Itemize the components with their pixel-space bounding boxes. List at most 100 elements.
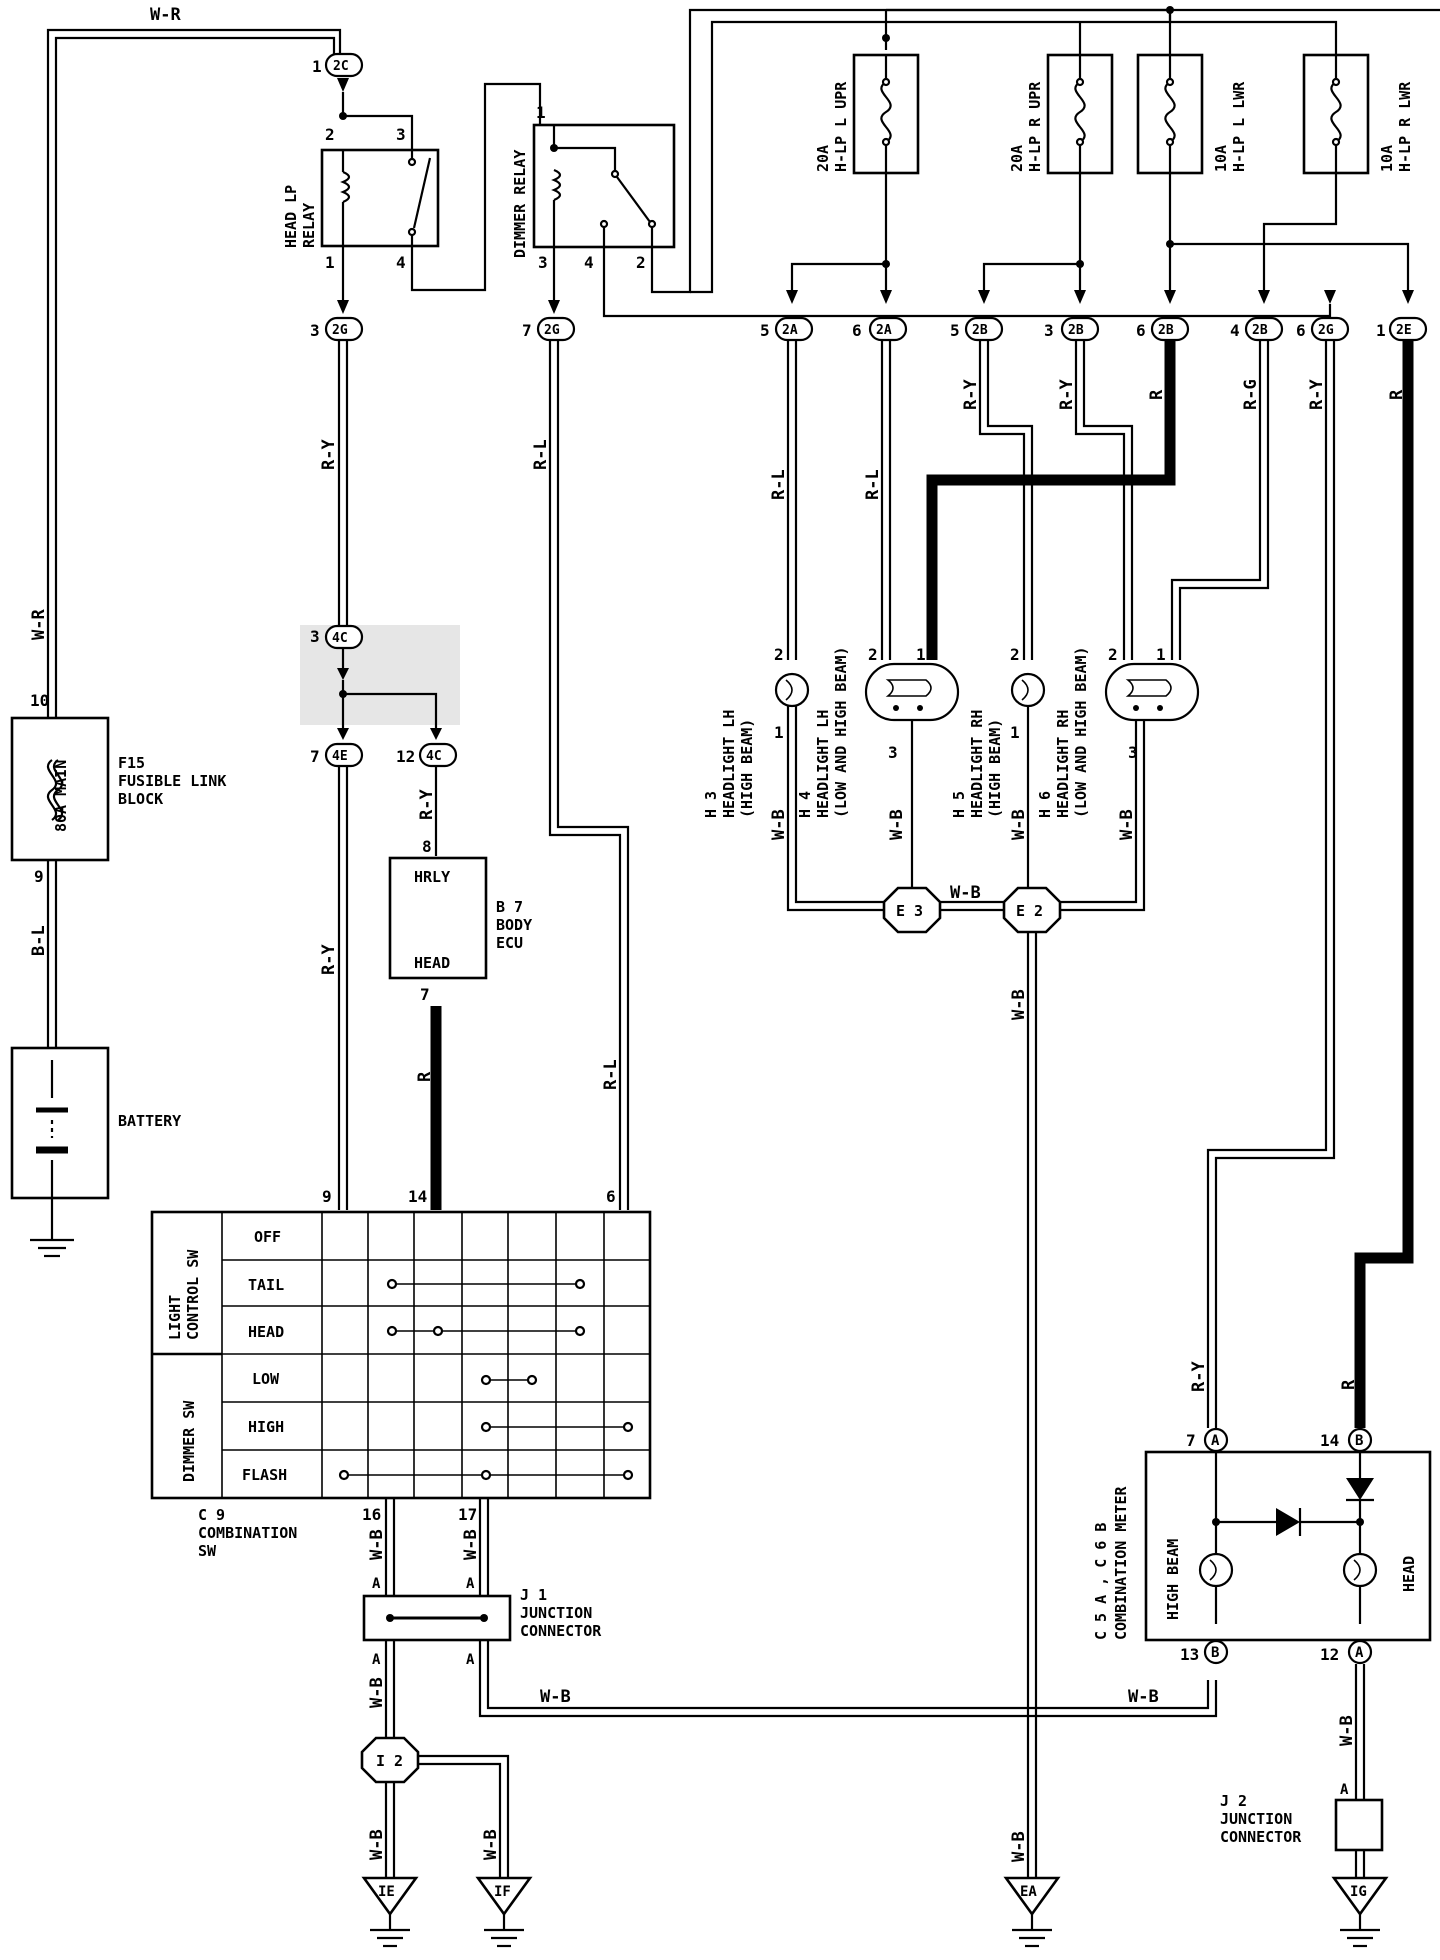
junction-connector-j1: J 1 JUNCTION CONNECTOR A A: [362, 1586, 602, 1668]
splice-e2: E 2: [1002, 886, 1062, 934]
ground-if: IF: [475, 1876, 533, 1948]
svg-text:5: 5: [760, 321, 770, 340]
svg-text:1: 1: [916, 645, 926, 664]
connector-4e-pin7: 7 4E: [310, 742, 364, 768]
svg-text:1: 1: [774, 723, 784, 742]
connector-2e-pin1: 1 2E: [1376, 290, 1428, 342]
wire-r-y-left: R-Y: [319, 340, 349, 628]
wire-j1-to-meter-ground: W-B W-B: [478, 1640, 1218, 1718]
svg-text:20A: 20A: [1008, 145, 1026, 172]
svg-text:R-L: R-L: [769, 469, 789, 500]
connector-2b-pin6: 6 2B: [1136, 290, 1190, 342]
svg-text:5: 5: [950, 321, 960, 340]
svg-text:HEADLIGHT RH: HEADLIGHT RH: [1054, 710, 1072, 818]
svg-text:1: 1: [536, 103, 546, 122]
wire-r-y-to-meter: R-Y R-Y: [1189, 340, 1336, 1428]
wire-r-l-to-h4: R-L: [863, 340, 892, 660]
svg-text:20A: 20A: [814, 145, 832, 172]
svg-text:B-L: B-L: [29, 925, 49, 956]
svg-text:16: 16: [362, 1505, 381, 1524]
svg-text:3: 3: [1128, 743, 1138, 762]
svg-text:IF: IF: [494, 1884, 511, 1900]
svg-text:7: 7: [522, 321, 532, 340]
svg-text:W-B: W-B: [1009, 809, 1029, 840]
light-control-sw-label-1: LIGHT: [166, 1295, 184, 1340]
svg-text:2A: 2A: [876, 323, 892, 338]
svg-text:17: 17: [458, 1505, 477, 1524]
wire-r-y-to-sw: R-Y 9: [319, 766, 349, 1210]
svg-text:EA: EA: [1020, 1884, 1037, 1900]
wire-r-g-to-h6: R-G: [1170, 340, 1270, 660]
svg-text:12: 12: [1320, 1645, 1339, 1664]
svg-text:W-B: W-B: [540, 1687, 571, 1707]
svg-text:W-B: W-B: [950, 883, 981, 903]
svg-text:R: R: [1339, 1379, 1359, 1390]
svg-text:10: 10: [30, 691, 49, 710]
svg-text:H-LP R LWR: H-LP R LWR: [1396, 81, 1414, 172]
body-ecu: HRLY HEAD B 7 BODY ECU 7: [388, 856, 532, 1004]
row-low: LOW: [252, 1370, 280, 1388]
wire-meter-to-j2: W-B A: [1337, 1664, 1366, 1800]
svg-text:2G: 2G: [332, 323, 348, 338]
fuse-10a-h-lp-l-lwr: 10A H-LP L LWR: [1136, 10, 1248, 175]
svg-text:3: 3: [538, 253, 548, 272]
svg-text:CONNECTOR: CONNECTOR: [520, 1622, 602, 1640]
svg-text:2B: 2B: [1068, 323, 1084, 338]
svg-text:HEAD: HEAD: [1400, 1556, 1418, 1592]
svg-text:1: 1: [1010, 723, 1020, 742]
svg-text:R-Y: R-Y: [319, 944, 339, 975]
svg-text:W-B: W-B: [769, 809, 789, 840]
wire-label-w-r-left: W-R: [29, 609, 49, 640]
combination-sw-c9: LIGHT CONTROL SW DIMMER SW OFF TAIL HEAD…: [150, 1210, 652, 1560]
connector-2g-pin6: 6 2G: [1296, 290, 1350, 342]
ground-ie: IE: [361, 1876, 419, 1948]
row-flash: FLASH: [242, 1466, 287, 1484]
svg-text:W-B: W-B: [367, 1677, 387, 1708]
headlight-h3: 2 1 H 3 HEADLIGHT LH (HIGH BEAM) W-B: [702, 645, 906, 912]
svg-text:A: A: [466, 1652, 475, 1668]
svg-text:W-B: W-B: [481, 1829, 501, 1860]
svg-text:12: 12: [396, 747, 415, 766]
svg-text:W-B: W-B: [1009, 1831, 1029, 1862]
svg-text:2B: 2B: [972, 323, 988, 338]
svg-text:R-L: R-L: [601, 1059, 621, 1090]
svg-text:COMBINATION METER: COMBINATION METER: [1112, 1486, 1130, 1640]
svg-text:2G: 2G: [544, 323, 560, 338]
wire-r-y-to-h5: R-Y: [961, 340, 1034, 660]
svg-text:(LOW AND HIGH BEAM): (LOW AND HIGH BEAM): [832, 646, 850, 818]
svg-text:1: 1: [1376, 321, 1386, 340]
svg-text:R-Y: R-Y: [961, 379, 981, 410]
wire-dimmer4-to-2g6: [602, 247, 1332, 318]
svg-text:1: 1: [325, 253, 335, 272]
svg-text:W-B: W-B: [1009, 989, 1029, 1020]
dimmer-sw-label: DIMMER SW: [180, 1400, 198, 1482]
connector-2b-pin4: 4 2B: [1230, 290, 1284, 342]
svg-text:4: 4: [1230, 321, 1240, 340]
svg-text:W-B: W-B: [1117, 809, 1137, 840]
svg-text:E 2: E 2: [1016, 902, 1043, 920]
svg-text:A: A: [1355, 1645, 1364, 1661]
fuse-10a-h-lp-r-lwr: 10A H-LP R LWR: [1170, 20, 1414, 175]
svg-text:W-B: W-B: [461, 1529, 481, 1560]
svg-text:FUSIBLE LINK: FUSIBLE LINK: [118, 772, 226, 790]
svg-text:2: 2: [325, 125, 335, 144]
svg-text:R-L: R-L: [863, 469, 883, 500]
svg-text:10A: 10A: [1212, 145, 1230, 172]
svg-text:F15: F15: [118, 754, 145, 772]
light-control-sw-label-2: CONTROL SW: [184, 1249, 202, 1340]
svg-text:E 3: E 3: [896, 902, 923, 920]
svg-text:HEADLIGHT LH: HEADLIGHT LH: [720, 710, 738, 818]
svg-text:R-Y: R-Y: [319, 439, 339, 470]
svg-text:BATTERY: BATTERY: [118, 1112, 181, 1130]
svg-text:2G: 2G: [1318, 323, 1334, 338]
head-lp-relay-label-2: RELAY: [300, 203, 318, 248]
svg-text:2: 2: [774, 645, 784, 664]
svg-text:J 2: J 2: [1220, 1792, 1247, 1810]
head-lp-relay: 2 3 1 4 HEAD LP RELAY: [282, 92, 440, 272]
ground-ea: EA: [1003, 1876, 1061, 1948]
svg-text:6: 6: [1136, 321, 1146, 340]
row-off: OFF: [254, 1228, 281, 1246]
svg-text:A: A: [372, 1576, 381, 1592]
svg-text:R: R: [1147, 389, 1167, 400]
svg-text:COMBINATION: COMBINATION: [198, 1524, 297, 1542]
